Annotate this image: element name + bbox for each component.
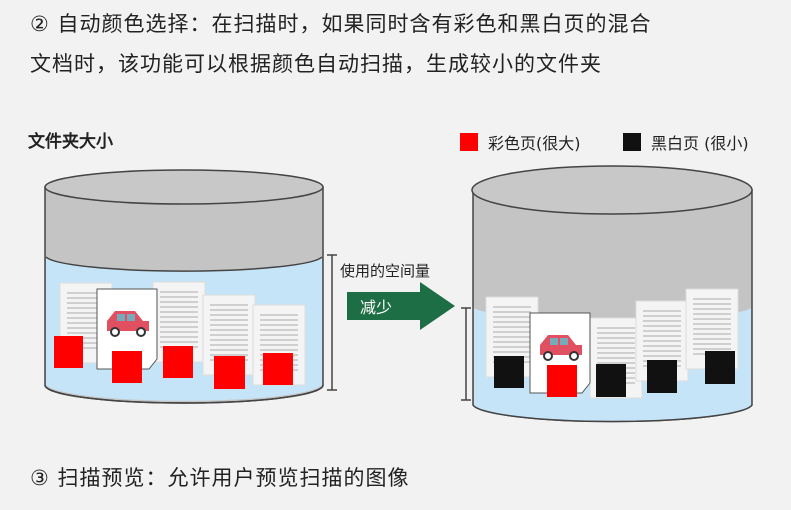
used-space-bracket-before — [327, 254, 337, 391]
folder-cylinder-after — [471, 165, 753, 423]
used-space-label: 使用的空间量 — [340, 262, 430, 280]
legend-color: 彩色页(很大) — [460, 130, 581, 154]
red-swatch-icon — [460, 133, 478, 151]
feature-2-line-1: ② 自动颜色选择：在扫描时，如果同时含有彩色和黑白页的混合 — [30, 12, 652, 36]
feature-3-line: ③ 扫描预览：允许用户预览扫描的图像 — [30, 466, 410, 490]
folder-cylinder-before — [44, 169, 324, 404]
feature-2-line-2: 文档时，该功能可以根据颜色自动扫描，生成较小的文件夹 — [30, 52, 602, 76]
legend-color-label: 彩色页(很大) — [488, 134, 581, 153]
black-swatch-icon — [623, 133, 641, 151]
reduce-label: 减少 — [360, 298, 392, 317]
used-space-bracket-after — [461, 307, 471, 401]
diagram-caption: 文件夹大小 — [28, 132, 113, 152]
legend-bw: 黑白页 (很小) — [623, 130, 749, 154]
reduce-arrow: 减少 — [347, 282, 455, 330]
legend-bw-label: 黑白页 (很小) — [651, 134, 749, 153]
